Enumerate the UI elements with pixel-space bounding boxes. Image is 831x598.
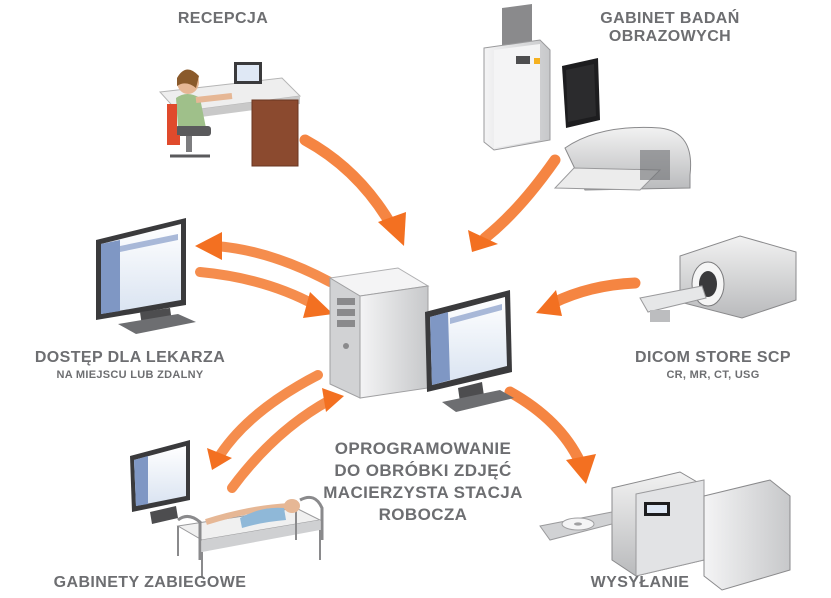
reception-desk-icon [158,62,302,167]
label-imaging-room-line-1: GABINET BADAŃ [600,10,740,27]
label-reception: RECEPCJA [177,10,269,27]
workstation-monitor-icon [425,290,514,412]
film-printer-icon [553,126,692,191]
label-software-line-4: ROBOCZA [378,505,468,524]
doctor-monitor-icon [96,218,196,334]
label-dicom: DICOM STORE SCP [635,349,791,366]
arrow-reception-to-server [299,134,399,234]
flow-arrows [195,134,641,493]
mri-scanner-icon [639,235,797,322]
label-imaging-room: GABINET BADAŃ OBRAZOWYCH [585,10,755,47]
arrow-server-to-treatment [215,370,323,460]
label-doctor-access-sub: NA MIEJSCU LUB ZDALNY [56,369,204,381]
hospital-bed-icon [176,495,324,578]
treatment-monitor-icon [130,440,190,524]
label-sending: WYSYŁANIE [590,574,690,591]
label-imaging-room-line-2: OBRAZOWYCH [608,28,732,46]
label-software-line-1: OPROGRAMOWANIE [334,439,512,458]
label-doctor-access: DOSTĘP DLA LEKARZA [34,349,226,366]
arrow-doctor-to-server [195,267,320,310]
label-software: OPROGRAMOWANIE DO OBRÓBKI ZDJĘĆ MACIERZY… [302,438,544,526]
arrow-dicom-to-workstation [547,277,641,309]
arrow-server-to-doctor [210,241,335,287]
label-software-line-2: DO OBRÓBKI ZDJĘĆ [334,461,512,480]
workstation-tower-icon [328,267,430,399]
arrow-treatment-to-server [227,395,335,493]
label-dicom-sub: CR, MR, CT, USG [666,369,760,381]
arrow-workstation-to-sending [504,386,586,468]
media-publisher-icon [539,471,791,591]
arrow-imaging-to-server [479,154,561,244]
cr-reader-icon [483,4,600,151]
label-treatment-rooms: GABINETY ZABIEGOWE [53,574,247,591]
label-software-line-3: MACIERZYSTA STACJA [323,483,523,502]
